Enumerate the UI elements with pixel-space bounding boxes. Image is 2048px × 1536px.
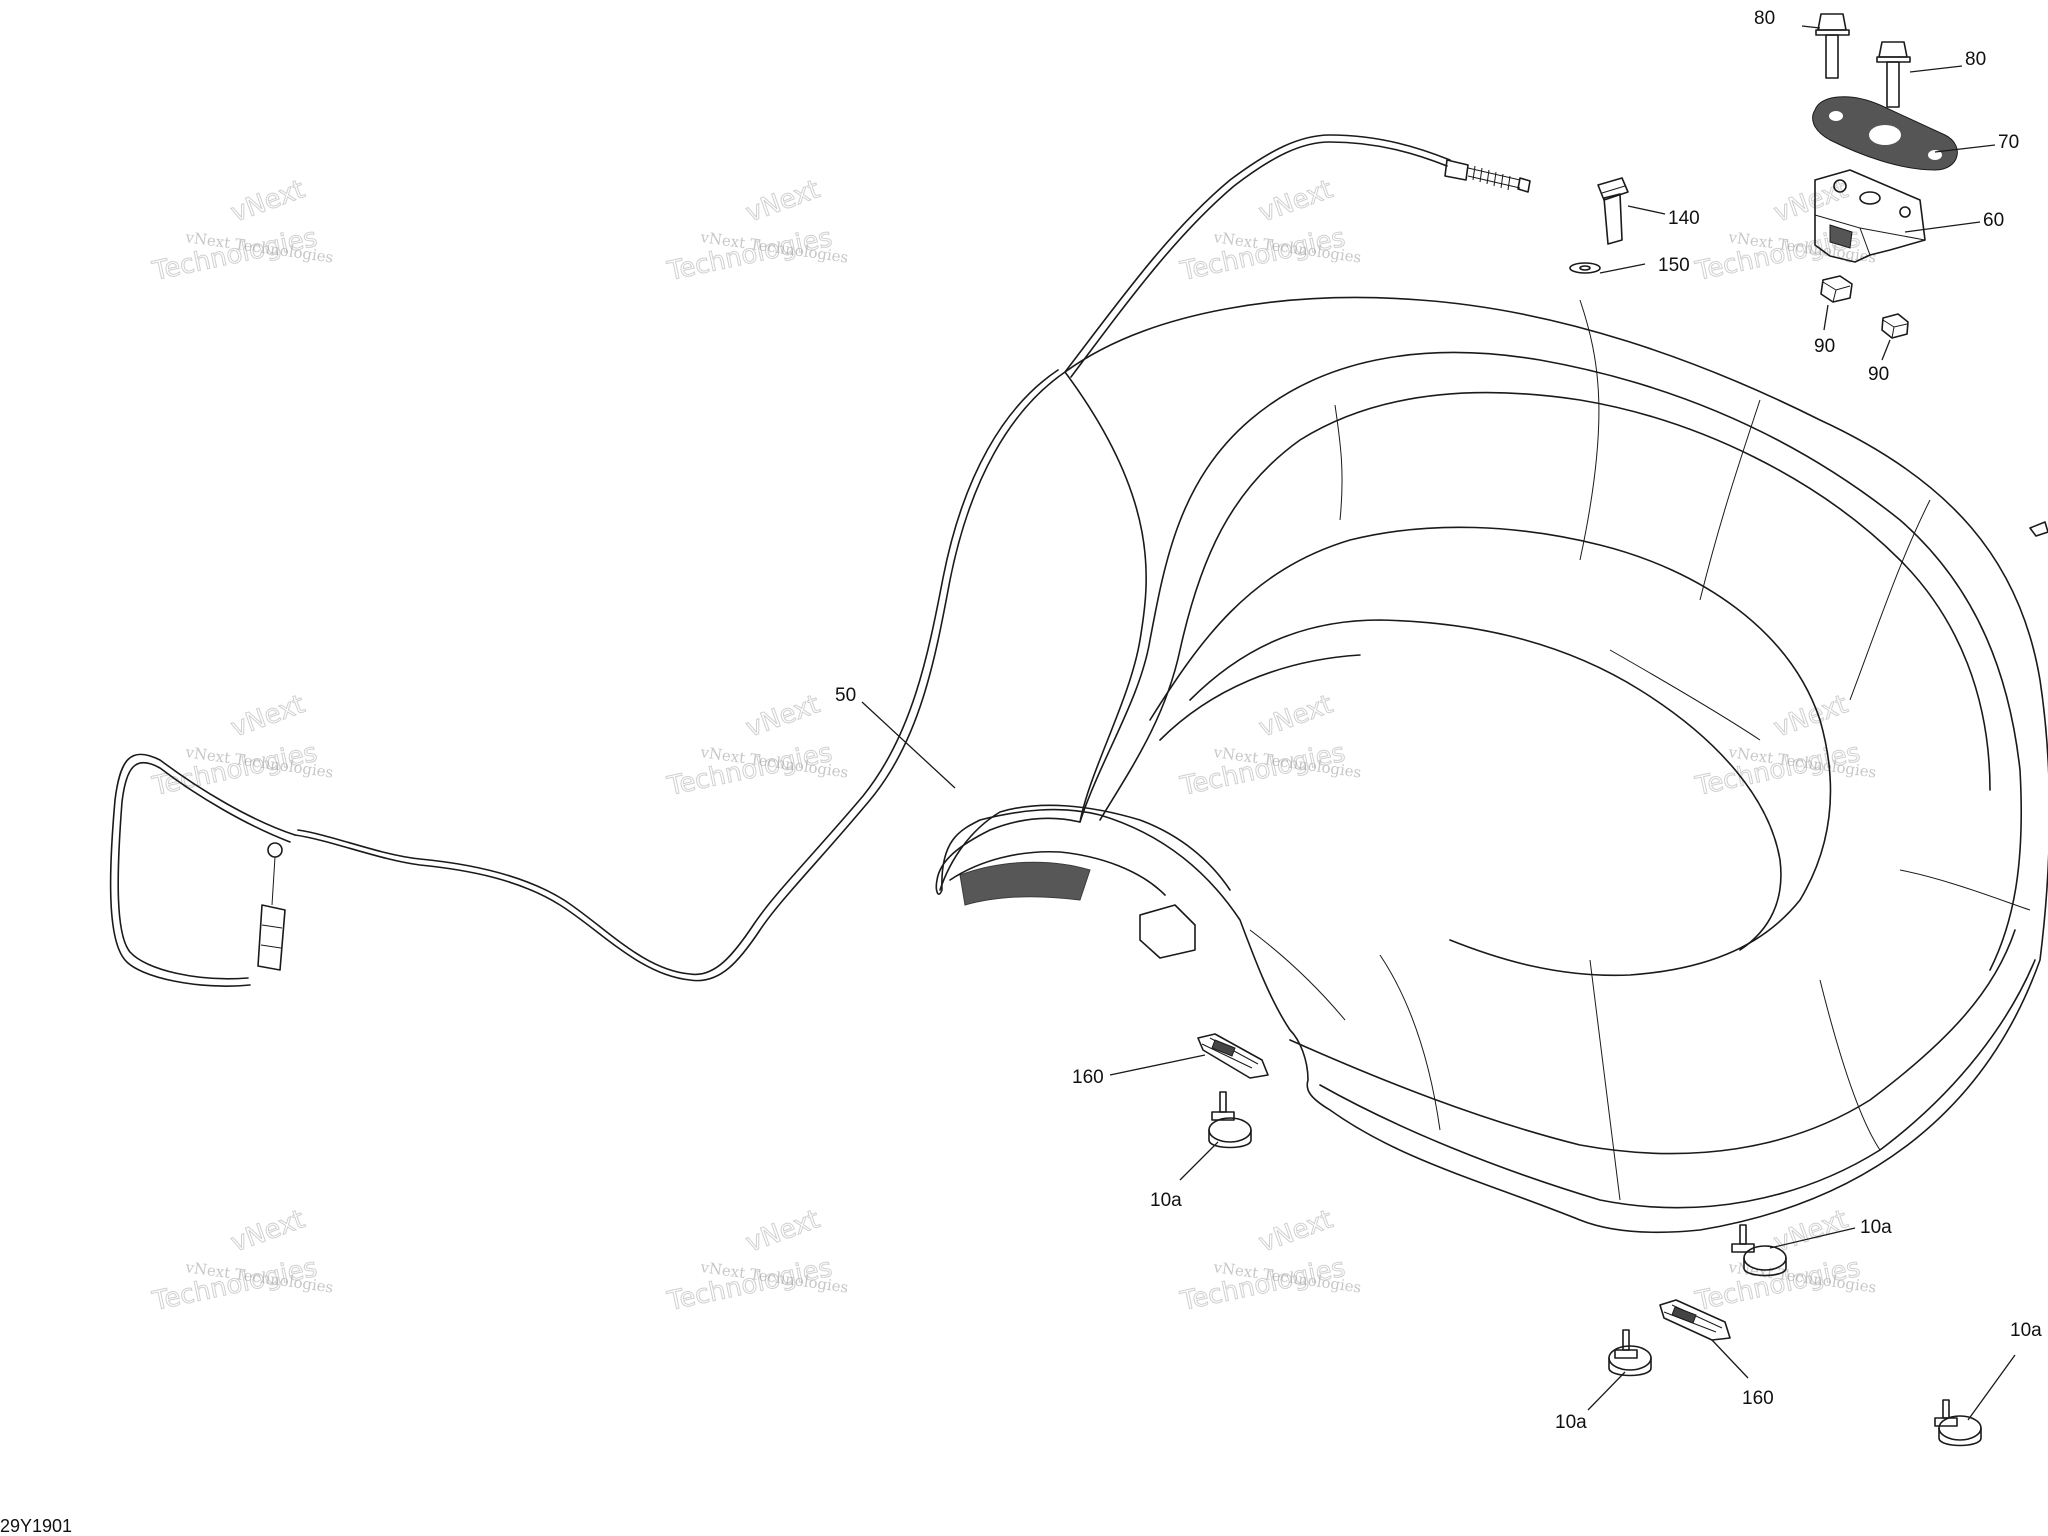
watermark: vNext Technologies vNext Technologies <box>1692 689 1878 803</box>
bolt-80-second <box>1876 41 1911 108</box>
svg-text:vNext: vNext <box>742 1204 824 1258</box>
seat-drawing <box>935 296 2048 1234</box>
callout-150: 150 <box>1658 255 1690 276</box>
watermark-grid: vNext Technologies vNext Technologies vN… <box>149 174 1878 1318</box>
grommet-10a-3 <box>1608 1329 1652 1377</box>
watermark: vNext Technologies vNext Technologies <box>664 1204 850 1318</box>
nut-90-right <box>1881 313 1909 339</box>
svg-text:vNext: vNext <box>742 174 824 228</box>
watermark: vNext Technologies vNext Technologies <box>664 174 850 288</box>
callout-80-top: 80 <box>1754 8 1775 29</box>
callout-80-second: 80 <box>1965 49 1986 70</box>
hardware <box>1197 13 1982 1447</box>
nut-90-left <box>1820 275 1853 303</box>
callout-160-left: 160 <box>1072 1067 1104 1088</box>
grommet-10a-4 <box>1934 1399 1982 1447</box>
callout-10a-far-right: 10a <box>2010 1320 2042 1341</box>
watermark: vNext Technologies vNext Technologies <box>1177 1204 1363 1318</box>
svg-text:vNext: vNext <box>227 1204 309 1258</box>
callout-70: 70 <box>1998 132 2019 153</box>
callout-90-left: 90 <box>1814 336 1835 357</box>
cable-assembly <box>109 134 1531 987</box>
callout-10a-right-upper: 10a <box>1860 1217 1892 1238</box>
svg-text:vNext: vNext <box>1255 1204 1337 1258</box>
callout-10a-left: 10a <box>1150 1190 1182 1211</box>
callout-10a-bottom: 10a <box>1555 1412 1587 1433</box>
callout-140: 140 <box>1668 208 1700 229</box>
grommet-10a-2 <box>1731 1224 1787 1277</box>
clip-160-left <box>1197 1033 1269 1079</box>
watermark: vNext Technologies vNext Technologies <box>1692 174 1878 288</box>
callout-labels: 80 80 70 60 140 150 90 90 50 160 10a 10a… <box>835 8 2042 1433</box>
svg-text:vNext: vNext <box>1770 174 1852 228</box>
watermark: vNext Technologies vNext Technologies <box>1177 174 1363 288</box>
callout-160-right: 160 <box>1742 1388 1774 1409</box>
watermark: vNext Technologies vNext Technologies <box>149 689 335 803</box>
svg-text:vNext: vNext <box>227 174 309 228</box>
drawing-code: 29Y1901 <box>0 1516 72 1536</box>
svg-text:vNext: vNext <box>742 689 824 743</box>
callout-50: 50 <box>835 685 856 706</box>
bolt-80-top <box>1815 13 1850 79</box>
watermark: vNext Technologies vNext Technologies <box>149 1204 335 1318</box>
bracket-60 <box>1814 169 1926 263</box>
leader-lines <box>861 25 2016 1421</box>
svg-text:vNext: vNext <box>227 689 309 743</box>
clip-160-right <box>1659 1299 1731 1341</box>
washer-150 <box>1569 262 1601 274</box>
bolt-140 <box>1597 177 1629 245</box>
grommet-10a-1 <box>1208 1091 1252 1149</box>
watermark: vNext Technologies vNext Technologies <box>664 689 850 803</box>
watermark: vNext Technologies vNext Technologies <box>1177 689 1363 803</box>
svg-text:vNext: vNext <box>1255 174 1337 228</box>
plate-70 <box>1812 96 1958 171</box>
watermark: vNext Technologies vNext Technologies <box>149 174 335 288</box>
svg-text:vNext: vNext <box>1255 689 1337 743</box>
callout-90-right: 90 <box>1868 364 1889 385</box>
callout-60: 60 <box>1983 210 2004 231</box>
